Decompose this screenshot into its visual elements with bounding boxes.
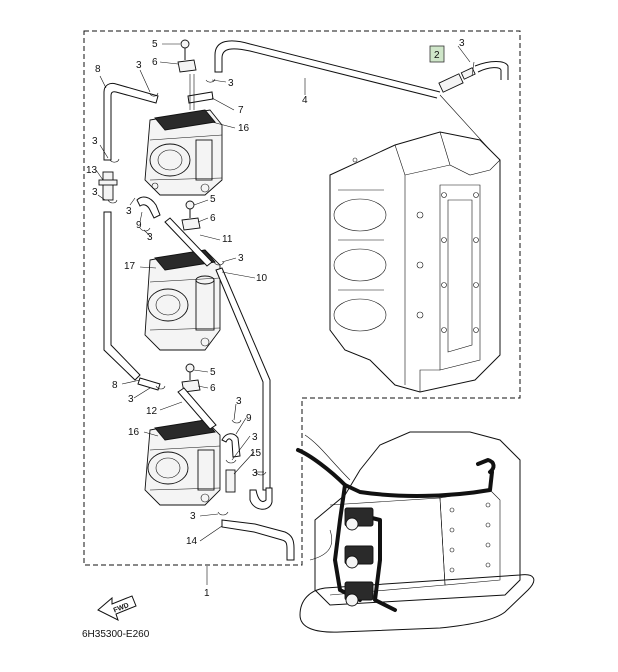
joint-13: [98, 171, 118, 201]
callout-12: 12: [146, 406, 158, 417]
bracket-6-mid: [181, 217, 201, 231]
callout-16: 16: [128, 427, 140, 438]
callout-16: 16: [238, 123, 250, 134]
clip-3-j: [255, 471, 267, 476]
callout-3: 3: [459, 38, 465, 49]
callout-9: 9: [136, 220, 142, 231]
callout-3: 3: [190, 511, 196, 522]
clip-3-h: [231, 419, 242, 424]
bracket-6-top: [177, 59, 197, 73]
carburetor-top: [144, 109, 223, 196]
callout-3: 3: [147, 232, 153, 243]
screw-5-top: [180, 39, 190, 60]
callouts: 5 6 3 7 16 8 3 3 2 4 3 13 3 3 9 3 5 6 11…: [86, 38, 465, 599]
fwd-label: FWD: [113, 602, 130, 614]
carburetor-middle: [144, 249, 221, 351]
callout-5: 5: [210, 194, 216, 205]
highlight-box-2: [429, 45, 445, 63]
callout-6: 6: [210, 383, 216, 394]
hose-left-long: [103, 211, 141, 381]
screw-5-bot: [185, 363, 195, 380]
callout-5: 5: [152, 39, 158, 50]
hose-4: [214, 40, 441, 99]
callout-3: 3: [92, 187, 98, 198]
callout-3: 3: [228, 78, 234, 89]
clip-3-b: [149, 92, 159, 97]
clip-3-i: [225, 459, 237, 464]
joint-15: [225, 469, 236, 493]
callout-3: 3: [92, 136, 98, 147]
callout-6: 6: [152, 57, 158, 68]
callout-3: 3: [236, 396, 242, 407]
callout-4: 4: [302, 95, 308, 106]
hose-8-bot: [137, 377, 161, 391]
diagram-code: 6H35300-E260: [82, 629, 150, 640]
leader-line: [439, 94, 491, 151]
callout-8: 8: [95, 64, 101, 75]
carburetor-bottom: [144, 419, 221, 506]
callout-9: 9: [246, 413, 252, 424]
tube-7-top: [187, 74, 214, 110]
inset-fuel-line: [296, 448, 494, 498]
callout-7: 7: [238, 105, 244, 116]
callout-10: 10: [256, 273, 268, 284]
callout-14: 14: [186, 536, 198, 547]
callout-2: 2: [434, 50, 440, 61]
hose-12: [177, 387, 217, 430]
clip-3-f: [213, 261, 225, 266]
screw-5-mid: [185, 200, 195, 218]
callout-3: 3: [136, 60, 142, 71]
hose-10: [215, 267, 271, 491]
clip-3-d: [107, 199, 118, 204]
callout-15: 15: [250, 448, 262, 459]
callout-3: 3: [128, 394, 134, 405]
hose-14: [217, 511, 295, 561]
callout-6: 6: [210, 213, 216, 224]
assembly-boundary: [83, 30, 521, 566]
callout-3: 3: [252, 468, 258, 479]
callout-8: 8: [112, 380, 118, 391]
hose-9-bot: [221, 433, 241, 458]
callout-3: 3: [252, 432, 258, 443]
fitting-2: [438, 61, 509, 93]
hose-15-lower: [249, 487, 273, 510]
callout-3: 3: [126, 206, 132, 217]
callout-1: 1: [204, 588, 210, 599]
callout-leaders: [95, 43, 471, 585]
engine-inset: [296, 431, 535, 633]
fwd-arrow-icon: FWD: [97, 595, 137, 621]
clip-3-a: [109, 158, 120, 163]
cylinder-block: [329, 131, 501, 393]
clip-3-g: [155, 385, 166, 390]
hose-8-top: [103, 82, 159, 161]
callout-5: 5: [210, 367, 216, 378]
clip-3-c: [205, 78, 216, 83]
callout-17: 17: [124, 261, 136, 272]
callout-11: 11: [222, 234, 233, 245]
hose-9-top: [136, 196, 161, 219]
hose-11: [164, 217, 213, 267]
callout-3: 3: [238, 253, 244, 264]
callout-13: 13: [86, 165, 98, 176]
